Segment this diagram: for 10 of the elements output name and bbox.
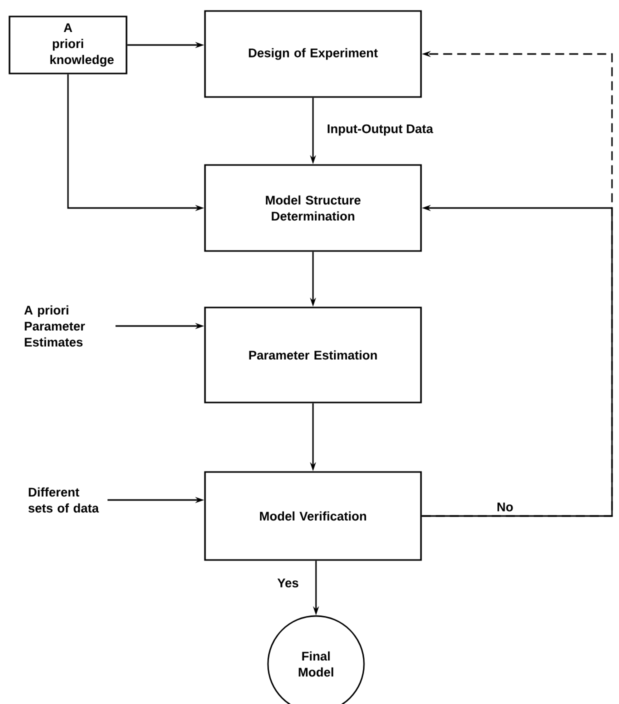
input-text: A priori Parameter Estimates [24, 305, 85, 347]
process-box: Model Structure Determination [204, 164, 422, 252]
input-box: A priori knowledge [8, 16, 128, 74]
process-box: Design of Experiment [204, 10, 422, 98]
edge-label: Yes [276, 578, 300, 588]
process-box: Model Verification [204, 471, 422, 561]
input-text: Different sets of data [28, 487, 99, 513]
edge-label: Input-Output Data [326, 123, 434, 137]
process-box: Parameter Estimation [204, 306, 422, 404]
edge-label: No [496, 502, 514, 512]
